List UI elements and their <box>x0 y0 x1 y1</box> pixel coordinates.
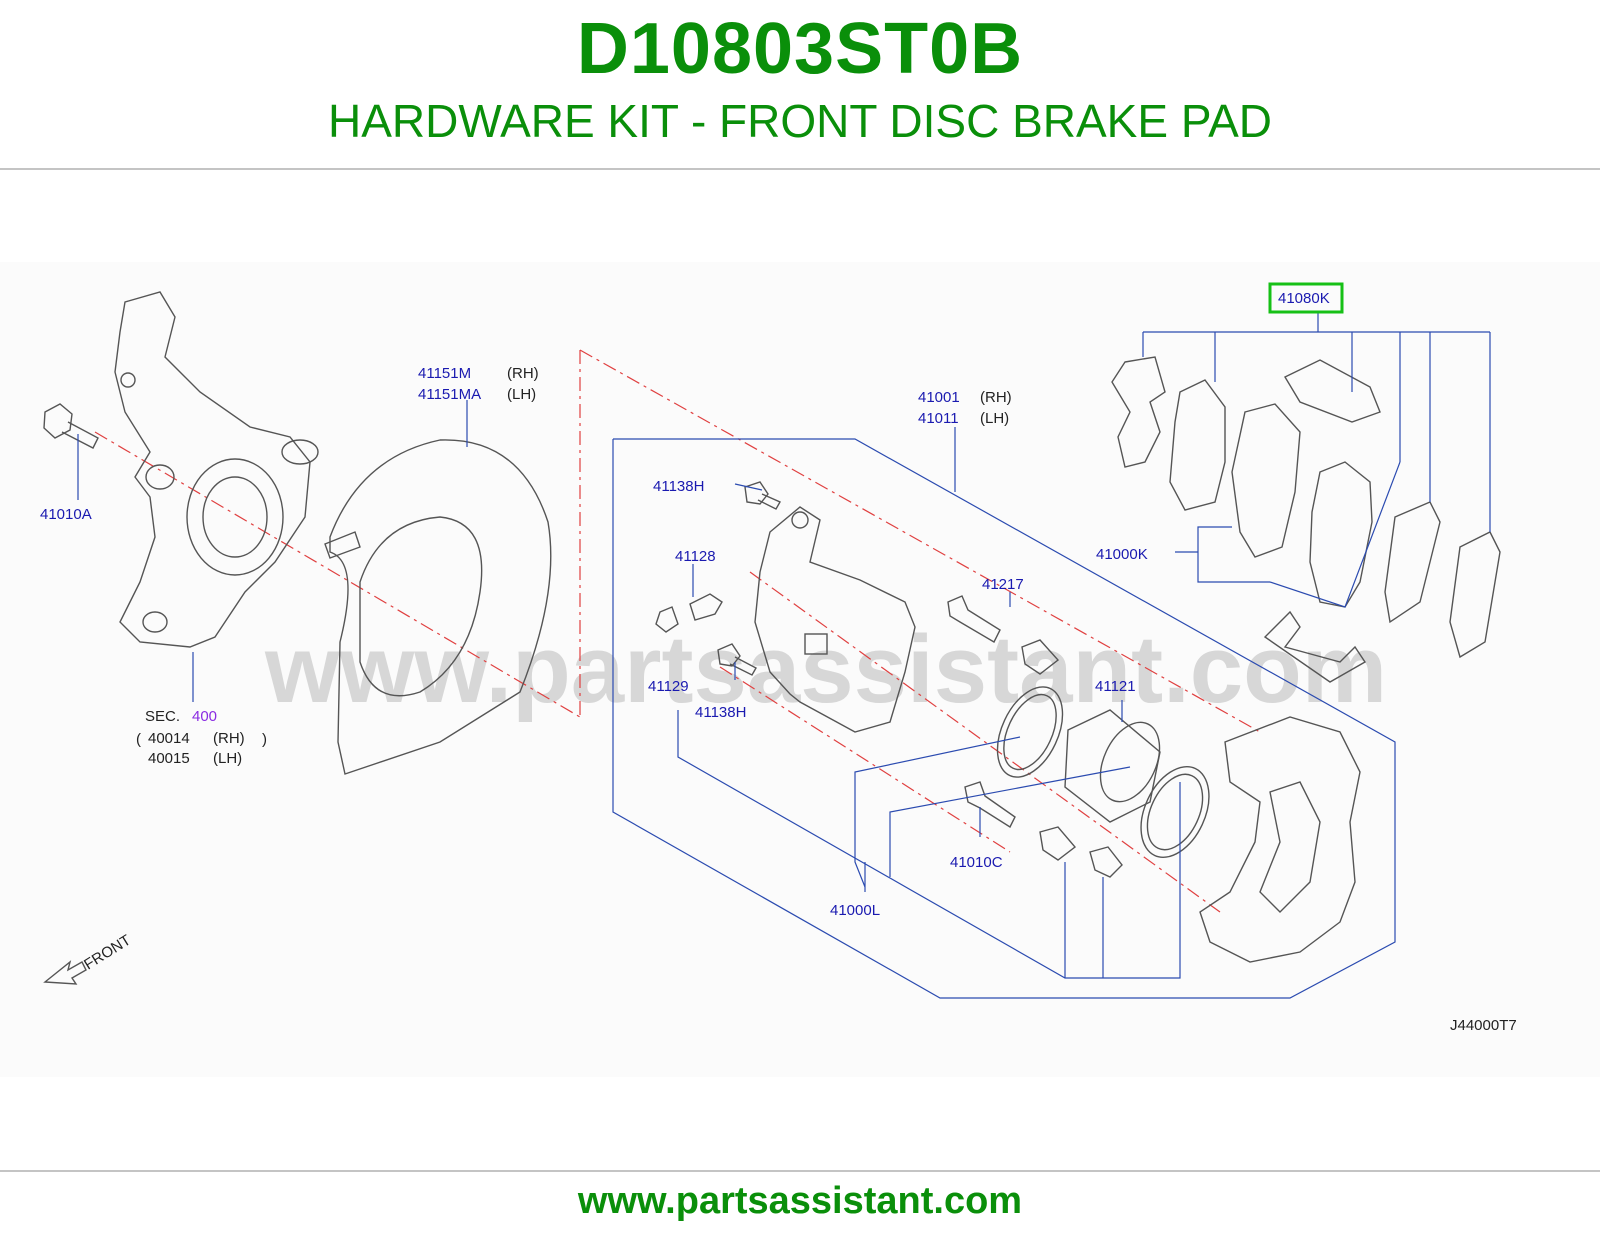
label-41011[interactable]: 41011 <box>918 410 959 427</box>
label-41151MA-side: (LH) <box>507 386 536 403</box>
label-41121[interactable]: 41121 <box>1095 678 1136 695</box>
label-41080K[interactable]: 41080K <box>1278 290 1330 307</box>
paren-open: ( <box>136 731 141 748</box>
diagram-svg: www.partsassistant.com <box>40 282 1517 1034</box>
label-41138H-top[interactable]: 41138H <box>653 478 704 495</box>
label-41011-side: (LH) <box>980 410 1009 427</box>
label-41001[interactable]: 41001 <box>918 389 960 406</box>
label-40015-side: (LH) <box>213 750 242 767</box>
part-number: D10803ST0B <box>576 9 1024 89</box>
leader-lines <box>77 312 1491 999</box>
label-41217[interactable]: 41217 <box>982 576 1024 593</box>
bolt-41010A <box>43 403 99 449</box>
drawing-code: J44000T7 <box>1450 1017 1517 1034</box>
header: D10803ST0B HARDWARE KIT - FRONT DISC BRA… <box>0 0 1600 168</box>
dust-shield <box>324 439 552 775</box>
part-description: HARDWARE KIT - FRONT DISC BRAKE PAD <box>328 95 1272 147</box>
footer-divider <box>0 1170 1600 1172</box>
label-41010C[interactable]: 41010C <box>950 854 1003 871</box>
watermark: www.partsassistant.com <box>264 616 1387 723</box>
label-41151M[interactable]: 41151M <box>418 365 471 382</box>
label-41128[interactable]: 41128 <box>675 548 716 565</box>
label-41010A[interactable]: 41010A <box>40 506 92 523</box>
caliper-small-parts <box>655 481 1123 878</box>
label-40014-side: (RH) <box>213 730 245 747</box>
label-41001-side: (RH) <box>980 389 1012 406</box>
label-41151MA[interactable]: 41151MA <box>418 386 481 403</box>
steering-knuckle <box>114 291 319 648</box>
label-sec-400[interactable]: 400 <box>192 708 217 725</box>
caliper-bracket <box>1199 716 1361 963</box>
highlight-41080K <box>1268 282 1344 314</box>
caliper-body <box>754 506 916 733</box>
label-sec: SEC. <box>145 708 180 725</box>
centerline-caliper-top <box>579 349 1261 733</box>
label-41000K[interactable]: 41000K <box>1096 546 1148 563</box>
label-41138H-bottom[interactable]: 41138H <box>695 704 746 721</box>
front-label: FRONT <box>81 932 134 974</box>
piston-assembly <box>996 686 1210 859</box>
footer-url[interactable]: www.partsassistant.com <box>577 1180 1023 1222</box>
front-arrow-icon <box>43 960 87 985</box>
header-divider <box>0 168 1600 170</box>
label-40014: 40014 <box>148 730 190 747</box>
label-41000L[interactable]: 41000L <box>830 902 880 919</box>
label-41129[interactable]: 41129 <box>648 678 689 695</box>
centerline-hub <box>94 431 581 718</box>
brake-pads-and-shims <box>1111 356 1501 683</box>
label-40015: 40015 <box>148 750 190 767</box>
centerline-caliper-mid <box>749 571 1221 913</box>
parts-diagram: www.partsassistant.com <box>0 262 1600 1077</box>
centerline-caliper-low <box>719 666 1011 853</box>
label-41151M-side: (RH) <box>507 365 539 382</box>
paren-close: ) <box>262 731 267 748</box>
